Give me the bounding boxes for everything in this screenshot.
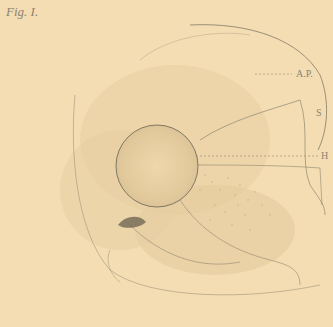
callout-label: A.P. [296,69,313,79]
callout-label: S [316,108,322,118]
callout-label: H [321,151,328,161]
figure-title: Fig. I. [6,5,38,18]
